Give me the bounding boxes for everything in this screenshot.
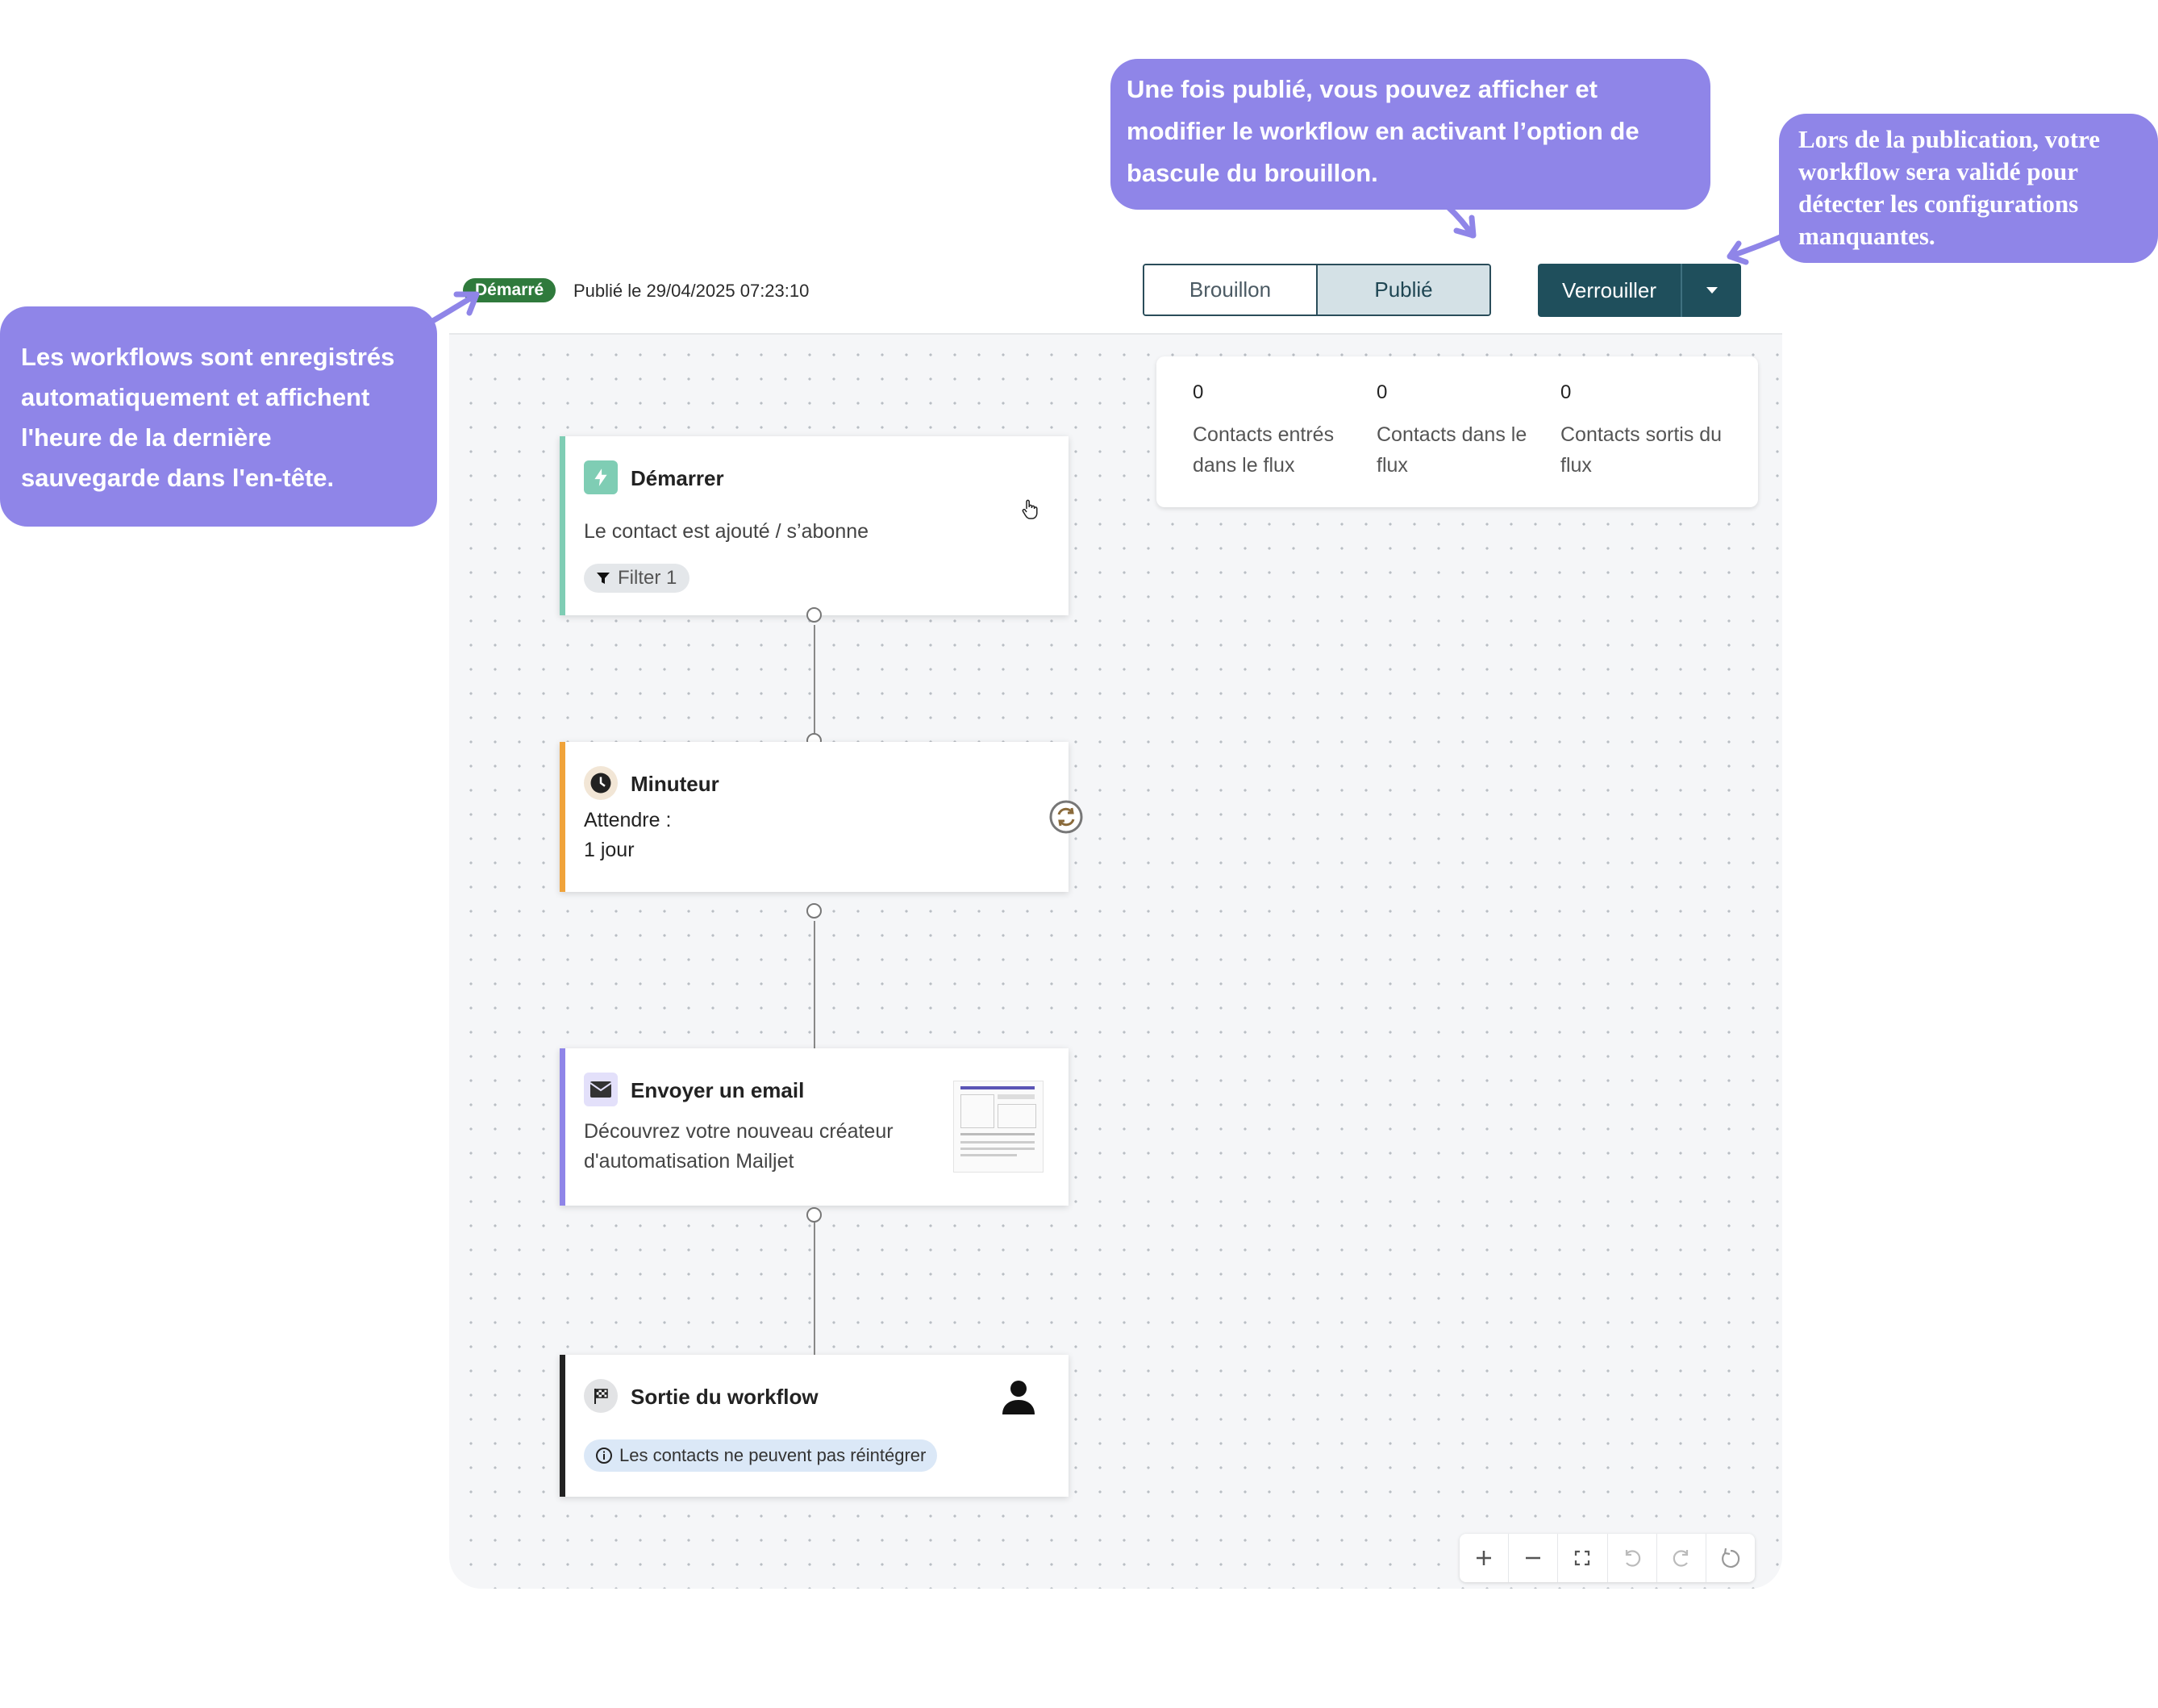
workflow-canvas[interactable]: 0 Contacts entrés dans le flux 0 Contact… <box>449 335 1782 1589</box>
email-node-output-port[interactable] <box>806 1207 822 1223</box>
edit-toggle-arrowhead <box>1453 215 1477 239</box>
timer-node[interactable]: Minuteur Attendre : 1 jour <box>560 742 1083 892</box>
validation-arrowhead <box>1727 240 1749 265</box>
zoom-controls <box>1460 1534 1755 1582</box>
zoom-in-button[interactable] <box>1460 1534 1510 1582</box>
checkered-flag-icon <box>584 1379 618 1413</box>
funnel-icon <box>597 573 610 584</box>
fit-screen-icon <box>1575 1550 1590 1566</box>
published-toggle-button[interactable]: Publié <box>1316 265 1489 315</box>
timer-node-output-port[interactable] <box>806 903 822 919</box>
connector-line <box>814 625 815 750</box>
lightning-icon <box>584 460 618 494</box>
edit-toggle-callout-text: Une fois publié, vous pouvez afficher et… <box>1127 75 1639 187</box>
draft-toggle-button[interactable]: Brouillon <box>1144 265 1316 315</box>
zoom-out-button[interactable] <box>1509 1534 1559 1582</box>
stat-entered: 0 Contacts entrés dans le flux <box>1193 381 1362 481</box>
editor-header: Démarré Publié le 29/04/2025 07:23:10 Br… <box>449 256 1782 335</box>
autosave-arrowhead <box>453 291 480 316</box>
stat-entered-label: Contacts entrés dans le flux <box>1193 423 1335 477</box>
refresh-icon[interactable] <box>1048 799 1084 835</box>
stat-exited-value: 0 <box>1560 381 1572 403</box>
status-badge: Démarré <box>463 278 556 302</box>
start-node-title: Démarrer <box>631 466 724 490</box>
reentry-info-chip: Les contacts ne peuvent pas réintégrer <box>584 1439 938 1472</box>
exit-node-title: Sortie du workflow <box>631 1385 819 1409</box>
node-accent-bar <box>560 1355 565 1497</box>
zoom-in-icon <box>1477 1551 1492 1565</box>
node-accent-bar <box>560 1048 565 1206</box>
validation-callout-text: Lors de la publication, votre workflow s… <box>1798 125 2101 250</box>
autosave-callout-text: Les workflows sont enregistrés automatiq… <box>21 343 395 492</box>
start-node[interactable]: Démarrer Le contact est ajouté / s’abonn… <box>560 436 1069 615</box>
node-accent-bar <box>560 436 565 615</box>
undo-icon <box>1625 1550 1640 1567</box>
stat-in-flow: 0 Contacts dans le flux <box>1377 381 1546 481</box>
workflow-editor: Démarré Publié le 29/04/2025 07:23:10 Br… <box>449 256 1782 1589</box>
clock-icon <box>584 766 618 800</box>
email-node-description: Découvrez votre nouveau créateur d'autom… <box>584 1120 894 1173</box>
stat-in-flow-value: 0 <box>1377 381 1388 403</box>
connector-line <box>814 1218 815 1367</box>
reset-icon <box>1721 1548 1740 1568</box>
redo-icon <box>1673 1550 1688 1567</box>
last-published-timestamp: Publié le 29/04/2025 07:23:10 <box>573 281 810 301</box>
lock-button-group: Verrouiller <box>1538 264 1742 317</box>
start-node-description: Le contact est ajouté / s’abonne <box>584 520 869 543</box>
stat-exited: 0 Contacts sortis du flux <box>1560 381 1730 481</box>
stat-entered-value: 0 <box>1193 381 1204 403</box>
info-icon <box>596 1448 612 1464</box>
stat-exited-label: Contacts sortis du flux <box>1560 423 1723 477</box>
autosave-callout: Les workflows sont enregistrés automatiq… <box>0 306 437 527</box>
timer-wait-label: Attendre : <box>584 809 672 831</box>
validation-callout: Lors de la publication, votre workflow s… <box>1779 114 2158 263</box>
envelope-icon <box>584 1073 618 1106</box>
reentry-info-text: Les contacts ne peuvent pas réintégrer <box>619 1445 927 1465</box>
email-node[interactable]: Envoyer un email Découvrez votre nouveau… <box>560 1048 1069 1206</box>
timer-wait-value: 1 jour <box>584 839 635 861</box>
reset-button[interactable] <box>1706 1534 1755 1582</box>
stats-card: 0 Contacts entrés dans le flux 0 Contact… <box>1156 356 1758 507</box>
lock-button[interactable]: Verrouiller <box>1538 264 1681 317</box>
zoom-out-icon <box>1526 1556 1541 1560</box>
person-icon <box>1002 1381 1035 1414</box>
filter-chip-label: Filter 1 <box>618 567 677 589</box>
lock-menu-button[interactable] <box>1681 264 1742 317</box>
caret-down-icon <box>1706 287 1718 294</box>
stat-in-flow-label: Contacts dans le flux <box>1377 423 1527 477</box>
exit-node[interactable]: Sortie du workflow Les contacts ne peuve… <box>560 1355 1069 1497</box>
autosave-arrow <box>419 292 479 330</box>
filter-chip[interactable]: Filter 1 <box>584 564 690 593</box>
hand-cursor-icon <box>1022 499 1038 519</box>
validation-arrow <box>1727 232 1787 260</box>
start-node-output-port[interactable] <box>806 607 822 623</box>
draft-published-toggle[interactable]: Brouillon Publié <box>1143 264 1491 316</box>
email-preview-thumbnail[interactable] <box>953 1081 1044 1173</box>
timer-node-title: Minuteur <box>631 772 719 796</box>
edit-toggle-callout: Une fois publié, vous pouvez afficher et… <box>1110 59 1710 210</box>
undo-button[interactable] <box>1608 1534 1657 1582</box>
connector-line <box>814 921 815 1074</box>
fit-screen-button[interactable] <box>1558 1534 1608 1582</box>
node-accent-bar <box>560 742 565 892</box>
email-node-title: Envoyer un email <box>631 1078 805 1102</box>
redo-button[interactable] <box>1657 1534 1706 1582</box>
